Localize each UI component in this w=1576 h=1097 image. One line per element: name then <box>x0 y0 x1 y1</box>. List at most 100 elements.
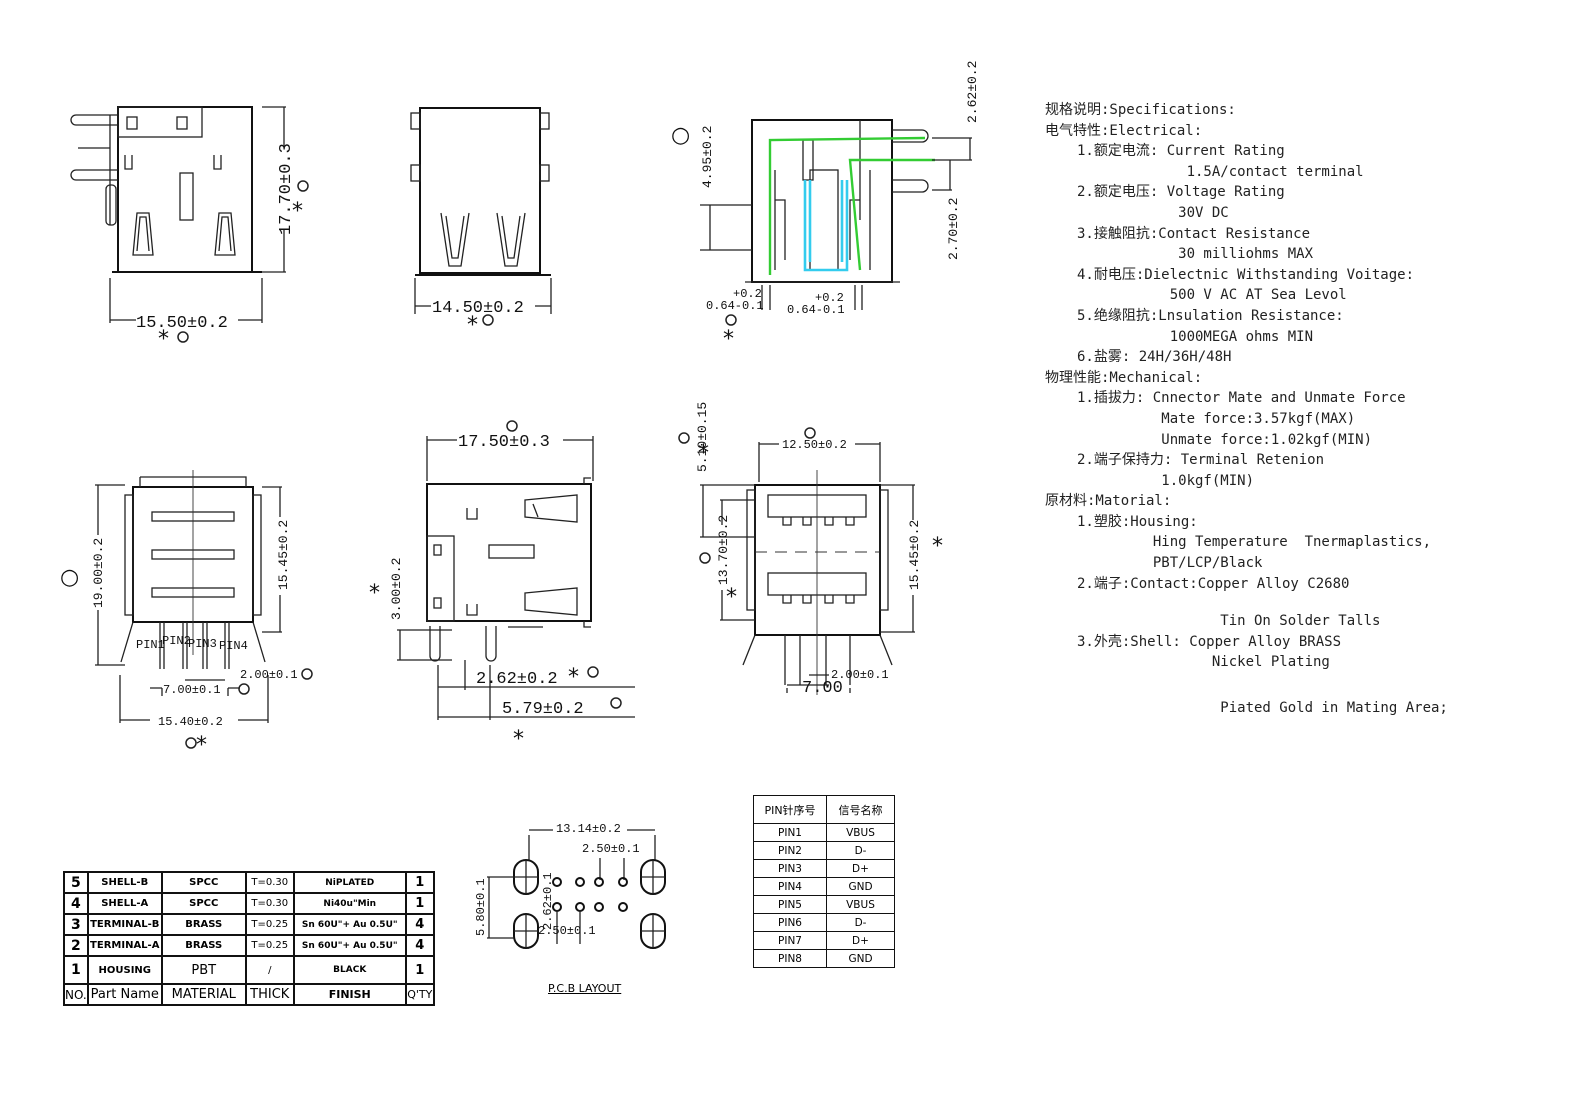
cell-thick: T=0.25 <box>244 934 295 957</box>
view-top-left: 15.50±0.2 17.70±0.3 * * <box>70 106 309 352</box>
dim-height: 19.00±0.2 <box>91 538 106 608</box>
table-row: 3 TERMINAL-B BRASS T=0.25 Sn 60U"+ Au 0.… <box>63 913 435 936</box>
cell-pin: PIN8 <box>753 949 827 968</box>
spec-line: 500 V AC AT Sea Levol <box>1077 287 1347 304</box>
cell-thick: T=0.25 <box>244 913 295 936</box>
view-back: 5.10±0.15 * 12.50±0.2 13.70±0.2 * 15.45±… <box>678 402 943 698</box>
reference-circle <box>506 420 518 432</box>
cell-qty: 1 <box>404 871 435 894</box>
dim-row-gap: 2.62±0.1 <box>541 872 555 930</box>
dim-offset: 5.10±0.15 <box>695 402 710 472</box>
cell-material: SPCC <box>160 892 247 915</box>
reference-circle <box>699 552 711 564</box>
cell-finish: NiPLATED <box>292 871 407 894</box>
cell-no: 5 <box>63 871 89 894</box>
pin-label: PIN3 <box>188 637 217 651</box>
reference-circle <box>238 683 250 695</box>
dim-d3: 2.70±0.2 <box>946 198 961 260</box>
header-finish: FINISH <box>292 983 407 1006</box>
spec-line: 1.塑胶:Housing: <box>1077 513 1198 530</box>
spec-line: Mate force:3.57kgf(MAX) <box>1077 410 1356 427</box>
spec-line: 2.端子:Contact:Copper Alloy C2680 <box>1077 575 1350 592</box>
cell-no: 4 <box>63 892 89 915</box>
dim-d1: 2.62±0.2 <box>476 670 558 689</box>
spec-line <box>1045 673 1465 698</box>
table-header-row: PIN针序号 信号名称 <box>753 795 895 824</box>
cell-part-name: HOUSING <box>86 955 163 985</box>
dim-height: 13.70±0.2 <box>716 515 731 585</box>
asterisk-mark: * <box>513 727 524 752</box>
cell-signal: D+ <box>826 859 895 878</box>
spec-title: 规格说明:Specifications: <box>1045 102 1236 118</box>
spec-heading-material: 原材料:Matorial: <box>1045 493 1172 510</box>
cell-finish: Sn 60U"+ Au 0.5U" <box>292 913 407 936</box>
spec-line: 1.插拔力: Cnnector Mate and Unmate Force <box>1077 390 1406 407</box>
reference-circle <box>297 180 309 192</box>
cell-material: BRASS <box>160 913 247 936</box>
cell-pin: PIN3 <box>753 859 827 878</box>
parts-table: 5 SHELL-B SPCC T=0.30 NiPLATED 1 4 SHELL… <box>63 871 435 1006</box>
asterisk-mark: * <box>698 441 709 466</box>
cell-no: 3 <box>63 913 89 936</box>
spec-line: 3.外壳:Shell: Copper Alloy BRASS <box>1077 633 1342 650</box>
specifications-block: 规格说明:Specifications: 电气特性:Electrical: 1.… <box>1045 100 1465 719</box>
cell-material: SPCC <box>160 871 247 894</box>
dim-width: 15.40±0.2 <box>158 715 223 729</box>
cell-thick: T=0.30 <box>244 892 295 915</box>
cell-part-name: SHELL-B <box>86 871 163 894</box>
table-row: 5 SHELL-B SPCC T=0.30 NiPLATED 1 <box>63 871 435 894</box>
dim-d5-tol: +0.2 <box>815 291 844 305</box>
asterisk-mark: * <box>467 313 478 338</box>
table-header-row: NO. Part Name MATERIAL THICK FINISH Q'TY <box>63 983 435 1006</box>
pcb-layout: 13.14±0.2 2.50±0.1 5.80±0.1 2.62±0.1 2.5… <box>474 822 666 949</box>
cell-signal: GND <box>826 949 895 968</box>
asterisk-mark: * <box>369 581 380 606</box>
dim-body-height: 15.45±0.2 <box>276 520 291 590</box>
cell-signal: D+ <box>826 931 895 950</box>
cell-part-name: TERMINAL-A <box>86 934 163 957</box>
spec-line: Nickel Plating <box>1077 654 1330 671</box>
dim-width: 14.50±0.2 <box>432 299 524 318</box>
cell-qty: 4 <box>404 913 435 936</box>
cell-no: 2 <box>63 934 89 957</box>
header-pin: PIN针序号 <box>753 795 827 824</box>
pcb-layout-caption: P.C.B LAYOUT <box>548 982 622 995</box>
reference-circle <box>185 737 197 749</box>
cell-pin: PIN2 <box>753 841 827 860</box>
spec-line: Hing Temperature Tnermaplastics, <box>1077 534 1432 551</box>
spec-line: 1.0kgf(MIN) <box>1077 472 1255 489</box>
reference-circle <box>301 668 313 680</box>
header-signal: 信号名称 <box>826 795 895 824</box>
asterisk-mark: * <box>292 199 303 224</box>
spec-line: PBT/LCP/Black <box>1077 555 1263 572</box>
asterisk-mark: * <box>158 327 169 352</box>
asterisk-mark: * <box>723 327 734 352</box>
cell-signal: GND <box>826 877 895 896</box>
dim-length: 17.50±0.3 <box>458 433 550 452</box>
dim-pitch: 2.00±0.1 <box>240 668 298 682</box>
reference-circle <box>804 427 816 439</box>
cell-thick: T=0.30 <box>244 871 295 894</box>
view-top-middle: 14.50±0.2 * <box>410 107 552 338</box>
cell-pin: PIN7 <box>753 931 827 950</box>
dim-d4: 0.64-0.1 <box>706 299 764 313</box>
spec-line: Tin On Solder Talls <box>1077 613 1381 630</box>
spec-line: 5.绝缘阻抗:Lnsulation Resistance: <box>1077 307 1344 324</box>
spec-heading-electrical: 电气特性:Electrical: <box>1045 122 1203 139</box>
reference-circle-mark: ○ <box>60 565 79 590</box>
reference-circle <box>482 314 494 326</box>
reference-circle-mark: ○ <box>671 123 690 148</box>
dim-d1: 4.95±0.2 <box>700 126 715 188</box>
pcb-pads <box>513 859 666 949</box>
asterisk-mark: * <box>726 585 737 610</box>
reference-circle <box>177 331 189 343</box>
spec-line: 30V DC <box>1077 204 1229 221</box>
dim-height: 17.70±0.3 <box>277 143 296 235</box>
spec-heading-mechanical: 物理性能:Mechanical: <box>1045 369 1203 386</box>
